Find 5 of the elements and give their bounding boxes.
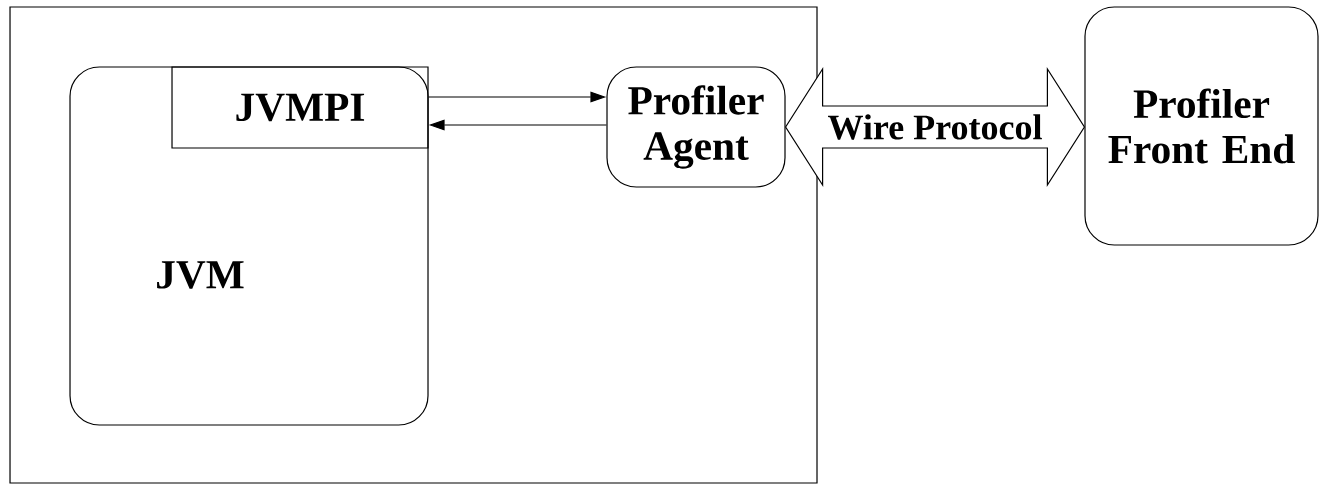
edge-label: Wire Protocol bbox=[826, 112, 1044, 142]
front-end-box: Profiler Front End bbox=[1084, 6, 1319, 246]
interface-box: JVMPI bbox=[171, 66, 429, 149]
agent-box: Profiler Agent bbox=[606, 66, 786, 188]
container-box bbox=[9, 6, 818, 484]
